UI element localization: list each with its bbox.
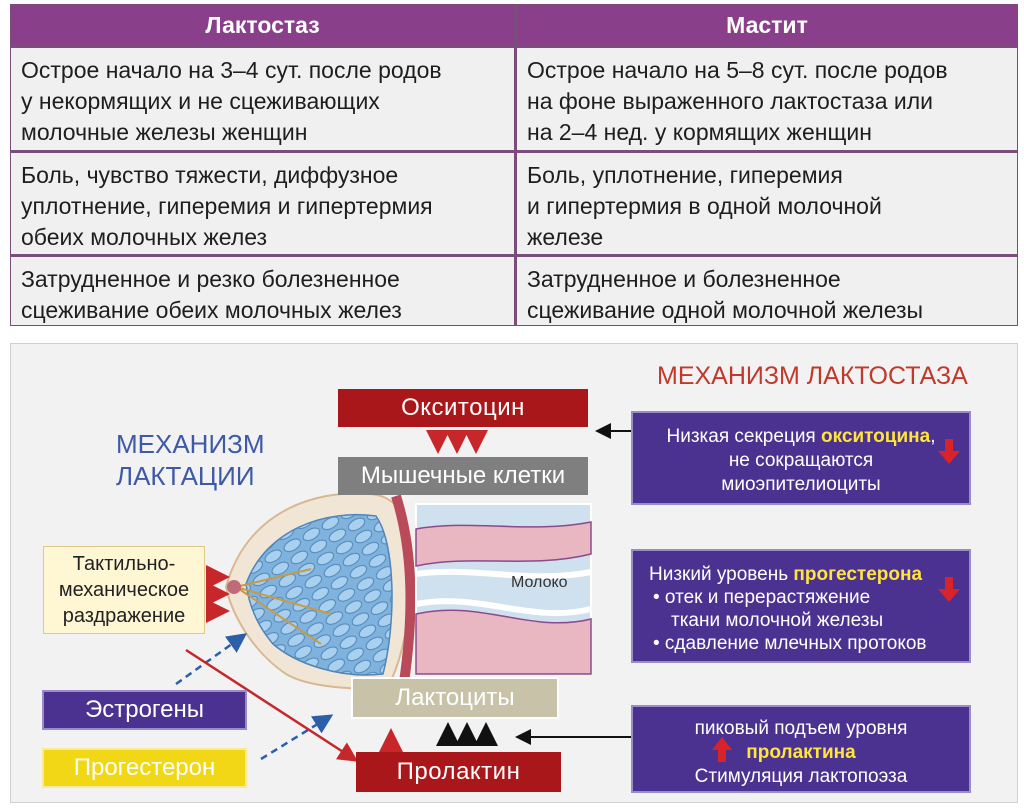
box2-text: Низкий уровень xyxy=(649,564,794,585)
table-cell: Боль, уплотнение, гиперемия и гипертерми… xyxy=(527,162,882,250)
box1-line: не сокращаются xyxy=(728,450,874,471)
table-cell: Острое начало на 5–8 сут. после родов на… xyxy=(527,57,948,145)
header-lactostasis: Лактостаз xyxy=(11,5,514,45)
lactation-mechanism-diagram: МЕХАНИЗМ ЛАКТАЦИИ МЕХАНИЗМ ЛАКТОСТАЗА Ок… xyxy=(10,343,1018,803)
box3-line: пиковый подъем уровня xyxy=(694,718,908,739)
tactile-stimulation-box: Тактильно- механическое раздражение xyxy=(43,546,205,634)
prolactin-box: Пролактин xyxy=(356,752,561,792)
estrogens-box: Эстрогены xyxy=(42,690,247,730)
header-mastitis: Мастит xyxy=(517,5,1017,45)
diagram-graphics xyxy=(175,423,631,762)
low-progesterone-box: Низкий уровень прогестерона • отек и пер… xyxy=(631,549,971,663)
table-cell: Боль, чувство тяжести, диффузное уплотне… xyxy=(21,162,433,250)
up-arrow-icon xyxy=(712,737,732,762)
box3-highlight: пролактина xyxy=(746,742,856,763)
box1-highlight: окситоцина xyxy=(821,426,931,447)
table-cell: Острое начало на 3–4 сут. после родов у … xyxy=(21,57,442,145)
table-cell: Затрудненное и резко болезненное сцежива… xyxy=(21,266,402,323)
box1-text: Низкая секреция xyxy=(666,426,822,447)
lactation-mechanism-title: МЕХАНИЗМ ЛАКТАЦИИ xyxy=(116,429,265,491)
box2-bullet: • сдавление млечных протоков xyxy=(653,633,927,654)
row-divider xyxy=(11,150,1017,153)
box2-highlight: прогестерона xyxy=(793,564,923,585)
row-divider xyxy=(11,45,1017,48)
lactocytes-box: Лактоциты xyxy=(351,677,559,719)
comparison-table: Лактостаз Мастит Острое начало на 3–4 су… xyxy=(10,4,1018,326)
low-oxytocin-box: Низкая секреция окситоцина, не сокращают… xyxy=(631,411,971,505)
row-divider xyxy=(11,254,1017,257)
oxytocin-box: Окситоцин xyxy=(338,389,588,427)
milk-label: Молоко xyxy=(511,574,568,591)
box1-line: миоэпителиоциты xyxy=(721,474,881,495)
down-arrow-icon xyxy=(938,577,960,602)
box1-text: , xyxy=(930,426,936,447)
breast-illustration xyxy=(224,492,416,691)
box2-bullet: ткани молочной железы xyxy=(671,610,884,631)
muscle-cells-box: Мышечные клетки xyxy=(338,457,588,495)
table-cell: Затрудненное и болезненное сцеживание од… xyxy=(527,266,924,323)
progesterone-box: Прогестерон xyxy=(42,748,247,788)
tissue-zoom-inset xyxy=(415,503,592,675)
column-divider xyxy=(514,5,517,325)
lactostasis-mechanism-title: МЕХАНИЗМ ЛАКТОСТАЗА xyxy=(657,362,968,390)
prolactin-peak-box: пиковый подъем уровня пролактина Стимуля… xyxy=(631,705,971,793)
box3-line: Стимуляция лактопоэза xyxy=(694,766,908,787)
box2-bullet: • отек и перерастяжение xyxy=(653,587,871,608)
down-arrow-icon xyxy=(938,439,960,464)
